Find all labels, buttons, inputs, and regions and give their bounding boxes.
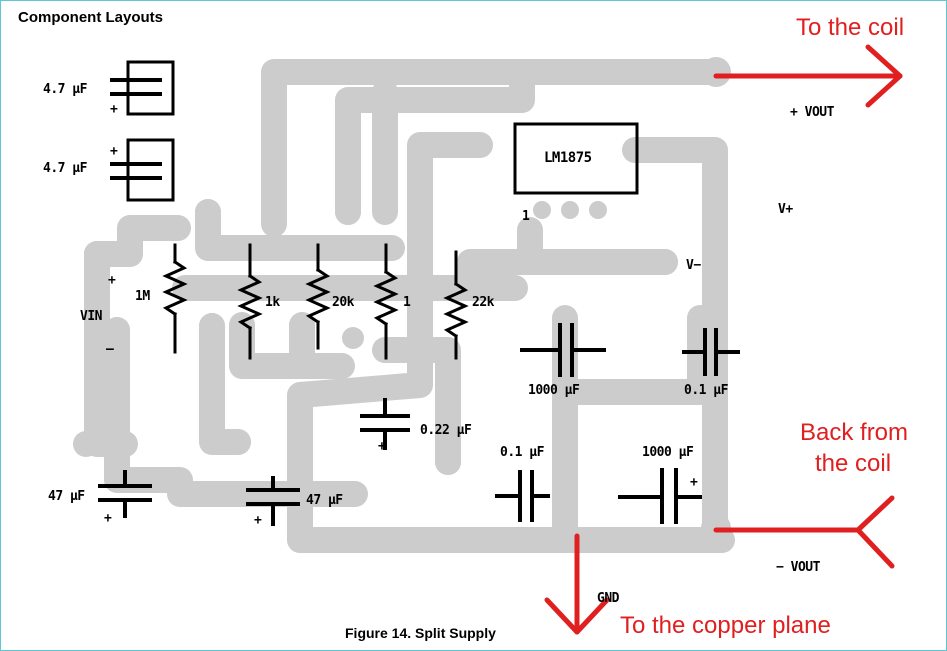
pad <box>652 249 678 275</box>
label-cap-1000-bottom: 1000 μF <box>642 445 694 460</box>
components <box>98 60 740 526</box>
pad <box>561 201 579 219</box>
label-plus: + <box>690 475 698 490</box>
pad <box>289 313 315 339</box>
trace-c <box>407 132 493 213</box>
resistor-22k <box>443 250 469 360</box>
resistor-1ohm <box>373 243 399 360</box>
pad <box>195 199 221 225</box>
cap-0p1-bottom <box>495 470 550 522</box>
pad <box>84 241 110 267</box>
pad <box>104 317 130 343</box>
label-r-1: 1 <box>403 295 411 310</box>
label-cap-0p1-bottom: 0.1 μF <box>500 445 544 460</box>
trace-h <box>84 215 191 267</box>
label-vin-plus: + <box>108 273 116 288</box>
pad <box>335 199 361 225</box>
label-cap-0p22: 0.22 μF <box>420 423 472 438</box>
pad <box>225 429 251 455</box>
label-plus: + <box>254 513 262 528</box>
label-r-1M: 1M <box>135 289 150 304</box>
label-r-22k: 22k <box>472 295 494 310</box>
arrow-to-copper-plane <box>544 533 610 635</box>
label-plus: + <box>378 439 386 454</box>
pad <box>73 431 99 457</box>
label-cap-47-mid: 47 μF <box>306 493 343 508</box>
label-vin: VIN <box>80 309 102 324</box>
label-ic-lm1875: LM1875 <box>544 150 592 166</box>
page-title: Component Layouts <box>18 9 163 26</box>
cap-1000-left <box>520 323 606 377</box>
label-plus: + <box>110 102 118 117</box>
annotation-back-from-coil-line1: Back from <box>800 419 909 446</box>
cap-0p1-right <box>682 328 740 376</box>
cap-4p7-top <box>110 60 175 116</box>
label-vout-plus: + VOUT <box>790 105 834 120</box>
label-vin-minus: – <box>106 342 114 357</box>
solder-pads <box>73 57 731 543</box>
resistor-20k <box>305 243 331 350</box>
pad <box>261 199 287 225</box>
label-r-20k: 20k <box>332 295 354 310</box>
pad <box>701 57 731 87</box>
label-plus: + <box>110 144 118 159</box>
trace-a <box>335 59 535 225</box>
pad <box>589 201 607 219</box>
label-vout-minus: − VOUT <box>776 560 820 575</box>
trace-k <box>195 199 405 261</box>
label-r-1k: 1k <box>265 295 280 310</box>
pad <box>342 327 364 349</box>
label-plus: + <box>104 511 112 526</box>
cap-1000-bottom <box>618 468 702 524</box>
cap-4p7-bottom <box>110 138 175 202</box>
pad <box>435 449 461 475</box>
arrow-back-from-coil <box>713 495 895 569</box>
annotation-arrows <box>544 44 903 635</box>
label-cap-47-left: 47 μF <box>48 489 85 504</box>
label-cap-0p1-right: 0.1 μF <box>684 383 728 398</box>
trace-p <box>372 337 461 475</box>
trace-d <box>287 187 735 553</box>
trace-r <box>565 305 713 405</box>
cap-0p22 <box>360 398 410 450</box>
cap-47-mid <box>246 476 300 526</box>
trace-top-loop <box>261 59 728 237</box>
label-cap-4p7-top: 4.7 μF <box>43 82 87 97</box>
pad <box>329 353 355 379</box>
pad <box>199 313 225 339</box>
label-gnd: GND <box>597 591 619 606</box>
label-cap-1000-left: 1000 μF <box>528 383 580 398</box>
label-ic-pin1: 1 <box>522 209 530 224</box>
label-cap-4p7-bottom: 4.7 μF <box>43 161 87 176</box>
figure-caption: Figure 14. Split Supply <box>345 625 496 641</box>
arrow-to-coil <box>713 44 903 108</box>
label-v-minus: V− <box>686 258 701 273</box>
pad <box>533 201 551 219</box>
annotation-to-copper-plane: To the copper plane <box>620 612 831 639</box>
resistor-1k <box>237 243 263 360</box>
ic-lm1875-body <box>513 122 639 195</box>
annotation-to-coil: To the coil <box>796 14 905 41</box>
trace-j <box>104 317 368 507</box>
label-v-plus: V+ <box>778 202 793 217</box>
annotation-back-from-coil-line2: the coil <box>815 450 892 477</box>
cap-47-left <box>98 470 152 518</box>
resistor-1M <box>162 243 188 354</box>
trace-e <box>622 137 728 541</box>
